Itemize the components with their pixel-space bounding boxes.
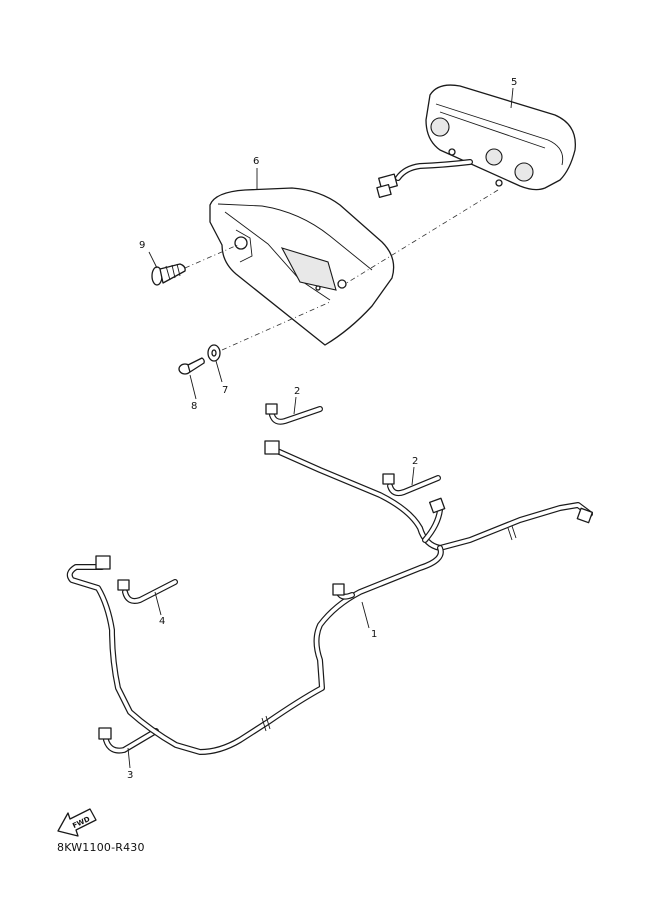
- callout-6: 6: [253, 156, 259, 167]
- diagram-code: 8KW1100-R430: [57, 841, 145, 854]
- band-2-lower[interactable]: [382, 473, 441, 497]
- callout-2-upper: 2: [294, 386, 300, 397]
- callout-5: 5: [511, 77, 517, 88]
- washer-7[interactable]: [207, 344, 221, 362]
- fwd-arrow-icon: FWD: [57, 808, 97, 837]
- tail-light-cover[interactable]: [209, 187, 395, 346]
- callout-leaders: [127, 87, 514, 769]
- callout-8: 8: [191, 401, 197, 412]
- callout-9: 9: [139, 240, 145, 251]
- screw-9[interactable]: [151, 263, 186, 286]
- band-3[interactable]: [98, 727, 159, 754]
- callout-1: 1: [371, 629, 377, 640]
- band-2-upper[interactable]: [265, 403, 323, 425]
- assembly-guide-lines: [184, 189, 499, 351]
- callout-2-lower: 2: [412, 456, 418, 467]
- callout-7: 7: [222, 385, 228, 396]
- tail-light-assembly[interactable]: [376, 84, 576, 199]
- callout-4: 4: [159, 616, 165, 627]
- band-4[interactable]: [117, 579, 178, 604]
- wire-harness[interactable]: [66, 440, 593, 755]
- screw-8[interactable]: [178, 357, 205, 375]
- callout-3: 3: [127, 770, 133, 781]
